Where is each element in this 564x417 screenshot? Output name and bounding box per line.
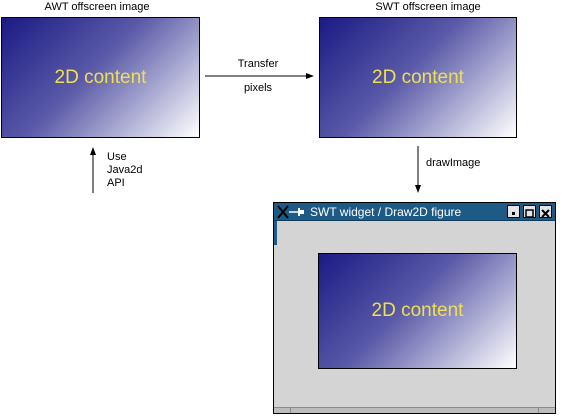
draw-image-label: drawImage xyxy=(426,157,481,169)
resize-grip-right[interactable] xyxy=(538,408,539,413)
minimize-button[interactable] xyxy=(507,205,520,218)
draw-image-arrow-head xyxy=(415,185,421,193)
java2d-label: Use Java2d API xyxy=(107,151,142,190)
maximize-button[interactable] xyxy=(523,205,536,218)
minimize-icon xyxy=(512,212,515,215)
resize-grip-left[interactable] xyxy=(290,408,291,413)
awt-content-label: 2D content xyxy=(54,66,147,88)
window-title-bar[interactable]: SWT widget / Draw2D figure xyxy=(274,203,555,221)
close-icon xyxy=(541,209,550,218)
figure-content-label: 2D content xyxy=(371,300,464,321)
awt-caption: AWT offscreen image xyxy=(44,1,150,13)
window-bottom-border[interactable] xyxy=(274,407,555,413)
swt-caption: SWT offscreen image xyxy=(375,1,481,13)
transfer-arrow-head xyxy=(306,73,314,79)
java2d-line-java2d: Java2d xyxy=(107,164,143,176)
awt-offscreen-image: 2D content xyxy=(1,17,200,138)
java2d-line-use: Use xyxy=(107,151,127,163)
draw2d-figure: 2D content xyxy=(318,253,517,369)
java2d-line-api: API xyxy=(107,177,125,189)
pixels-label: pixels xyxy=(243,82,273,94)
maximize-icon xyxy=(525,209,534,218)
close-button[interactable] xyxy=(539,205,552,218)
transfer-label: Transfer xyxy=(237,58,279,70)
window-title: SWT widget / Draw2D figure xyxy=(310,205,462,219)
swt-offscreen-image: 2D content xyxy=(319,17,517,138)
x-pin-icon[interactable] xyxy=(277,205,305,219)
window-left-strip xyxy=(274,221,277,245)
java2d-arrow-head xyxy=(90,147,96,155)
swt-content-label: 2D content xyxy=(372,66,464,88)
